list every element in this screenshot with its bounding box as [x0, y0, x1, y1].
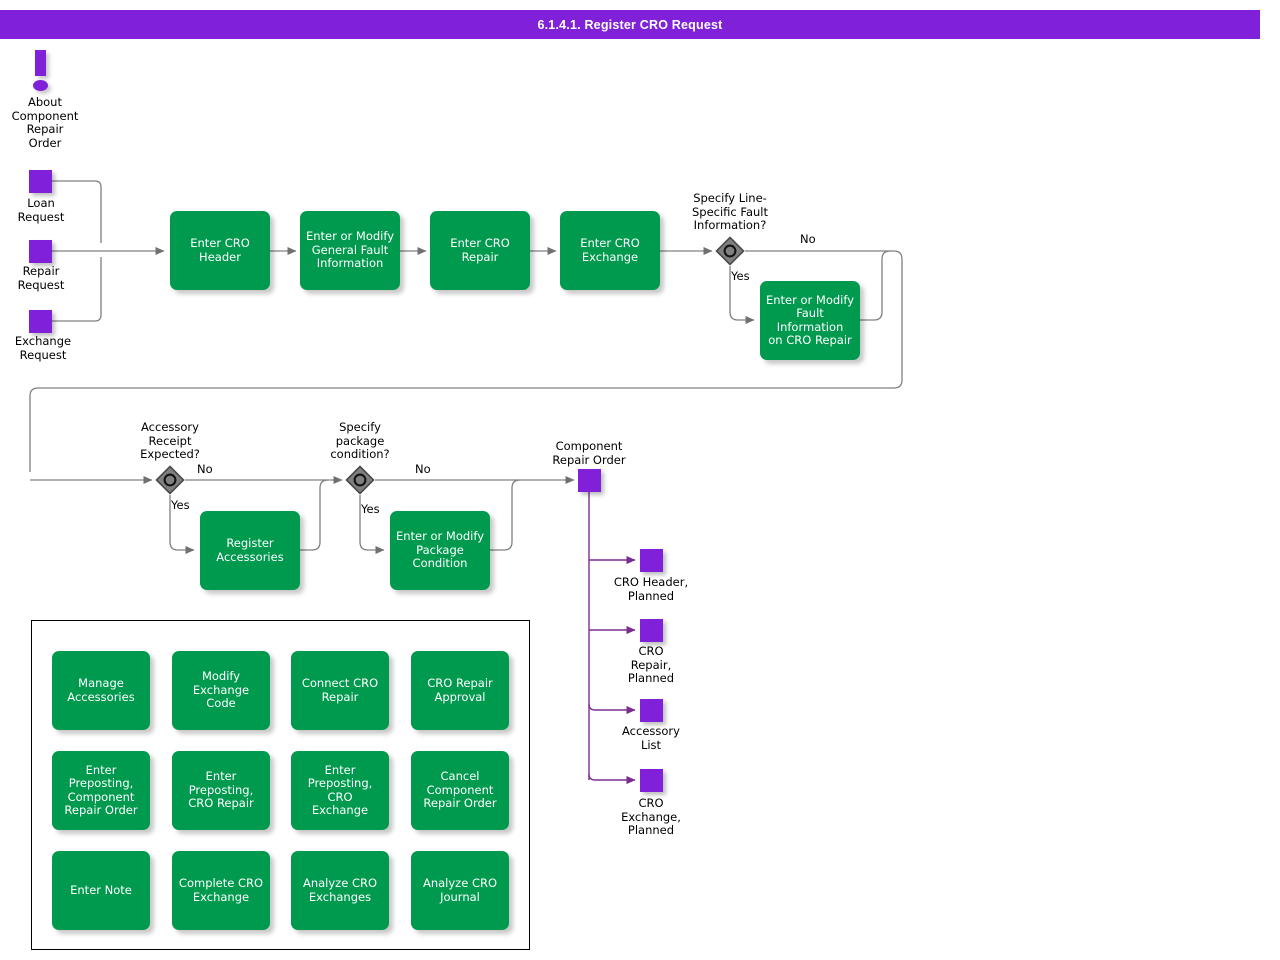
- process-connect-cro-repair[interactable]: Connect CRO Repair: [291, 651, 389, 730]
- process-enter-cro-exchange[interactable]: Enter CRO Exchange: [560, 211, 660, 290]
- decision-accessory-receipt-expected-label: Accessory Receipt Expected?: [140, 420, 200, 461]
- entity-repair-request[interactable]: [29, 240, 52, 263]
- entity-accessory-list[interactable]: [640, 699, 663, 722]
- edge-package-condition-return: [490, 479, 521, 551]
- decision3-yes-label: Yes: [361, 502, 380, 516]
- decision2-no-label: No: [197, 462, 213, 476]
- edge-register-accessories-return: [300, 479, 329, 551]
- process-enter-cro-header[interactable]: Enter CRO Header: [170, 211, 270, 290]
- edge-fault-info-return: [860, 250, 891, 321]
- edge-cro-to-accessory-list: [588, 703, 636, 714]
- edge-d2-yes: [169, 495, 195, 554]
- decision1-no-label: No: [800, 232, 816, 246]
- decision2-yes-label: Yes: [171, 498, 190, 512]
- decision-specify-line-specific-fault-information[interactable]: [715, 236, 745, 266]
- process-enter-or-modify-package-condition[interactable]: Enter or Modify Package Condition: [390, 511, 490, 590]
- decision3-no-label: No: [415, 462, 431, 476]
- page-title: 6.1.4.1. Register CRO Request: [537, 17, 723, 32]
- exclamation-dot: [33, 80, 48, 91]
- edge-d3-yes: [359, 495, 385, 554]
- entity-component-repair-order[interactable]: [578, 469, 601, 492]
- entity-accessory-list-label: Accessory List: [622, 724, 680, 752]
- process-enter-or-modify-general-fault-information[interactable]: Enter or Modify General Fault Informatio…: [300, 211, 400, 290]
- decision-accessory-receipt-expected[interactable]: [155, 465, 185, 495]
- process-enter-preposting-cro-exchange[interactable]: Enter Preposting, CRO Exchange: [291, 751, 389, 830]
- entity-cro-header-planned-label: CRO Header, Planned: [613, 575, 689, 603]
- decision1-yes-label: Yes: [731, 269, 750, 283]
- entity-cro-repair-planned-label: CRO Repair, Planned: [627, 644, 675, 685]
- edge-loan-to-bus: [52, 180, 102, 243]
- operations-panel: Manage Accessories Modify Exchange Code …: [31, 620, 530, 950]
- process-cro-repair-approval[interactable]: CRO Repair Approval: [411, 651, 509, 730]
- entity-cro-exchange-planned-label: CRO Exchange, Planned: [621, 796, 681, 837]
- decision-specify-package-condition-label: Specify package condition?: [330, 420, 390, 461]
- process-manage-accessories[interactable]: Manage Accessories: [52, 651, 150, 730]
- process-enter-preposting-component-repair-order[interactable]: Enter Preposting, Component Repair Order: [52, 751, 150, 830]
- exclamation-bar: [35, 50, 46, 76]
- process-enter-preposting-cro-repair[interactable]: Enter Preposting, CRO Repair: [172, 751, 270, 830]
- edge-d1-no: [29, 250, 903, 472]
- entity-component-repair-order-label: Component Repair Order: [552, 439, 626, 467]
- edge-d1-yes: [729, 266, 755, 324]
- decision-specify-line-specific-fault-information-label: Specify Line- Specific Fault Information…: [691, 191, 768, 232]
- decision-specify-package-condition[interactable]: [345, 465, 375, 495]
- entity-exchange-request-label: Exchange Request: [14, 334, 72, 362]
- entity-cro-repair-planned[interactable]: [640, 619, 663, 642]
- process-enter-cro-repair[interactable]: Enter CRO Repair: [430, 211, 530, 290]
- entity-loan-request[interactable]: [29, 170, 52, 193]
- process-enter-note[interactable]: Enter Note: [52, 851, 150, 930]
- process-analyze-cro-exchanges[interactable]: Analyze CRO Exchanges: [291, 851, 389, 930]
- about-component-repair-order-label: About Component Repair Order: [11, 95, 79, 150]
- process-analyze-cro-journal[interactable]: Analyze CRO Journal: [411, 851, 509, 930]
- entity-repair-request-label: Repair Request: [17, 264, 65, 292]
- entity-cro-header-planned[interactable]: [640, 549, 663, 572]
- title-bar: 6.1.4.1. Register CRO Request: [0, 10, 1260, 39]
- process-cancel-component-repair-order[interactable]: Cancel Component Repair Order: [411, 751, 509, 830]
- process-register-accessories[interactable]: Register Accessories: [200, 511, 300, 590]
- process-complete-cro-exchange[interactable]: Complete CRO Exchange: [172, 851, 270, 930]
- process-modify-exchange-code[interactable]: Modify Exchange Code: [172, 651, 270, 730]
- edge-cro-to-exchange-planned: [588, 773, 636, 784]
- process-enter-or-modify-fault-information-on-cro-repair[interactable]: Enter or Modify Fault Information on CRO…: [760, 281, 860, 360]
- edge-exchange-to-bus: [52, 257, 102, 322]
- entity-loan-request-label: Loan Request: [17, 196, 65, 224]
- exclamation-icon: [33, 50, 49, 92]
- entity-cro-exchange-planned[interactable]: [640, 769, 663, 792]
- entity-exchange-request[interactable]: [29, 310, 52, 333]
